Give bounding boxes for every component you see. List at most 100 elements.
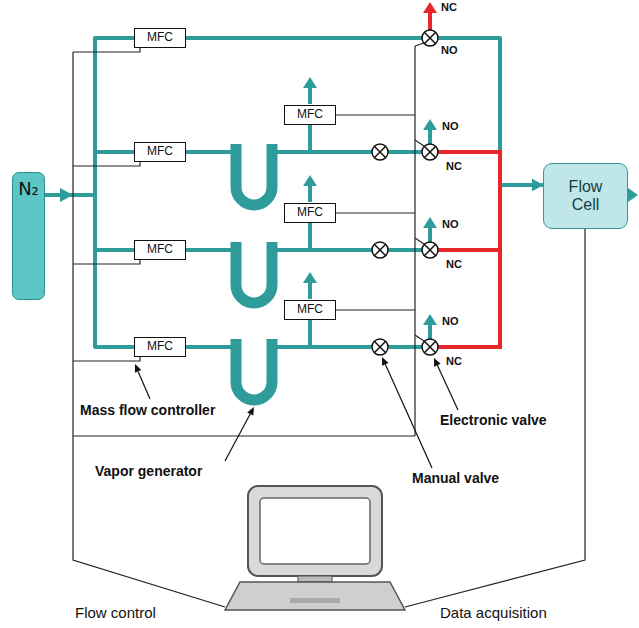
valve-symbol xyxy=(424,146,435,157)
nc-red-arrowhead xyxy=(423,2,437,13)
leader-line xyxy=(385,364,432,468)
callout-label: NC xyxy=(446,160,462,173)
gas-arrowhead xyxy=(532,179,543,191)
gas-line xyxy=(45,38,134,195)
gas-arrowhead xyxy=(303,77,317,88)
control-wire xyxy=(415,140,424,146)
mfc-box: MFC xyxy=(134,28,186,48)
node-label: MFC xyxy=(147,145,173,159)
gas-arrow xyxy=(428,323,432,339)
callout-label: Mass flow controller xyxy=(80,402,215,418)
node-label: N₂ xyxy=(18,179,39,200)
valve-symbol xyxy=(424,244,435,255)
gas-line xyxy=(186,320,310,400)
valve-symbol xyxy=(422,144,438,160)
vapor-generator-tube xyxy=(236,339,272,400)
control-wire xyxy=(73,48,140,52)
gas-line xyxy=(186,223,310,303)
gas-line xyxy=(45,195,134,347)
control-wire xyxy=(73,435,415,436)
callout-label: Electronic valve xyxy=(440,412,547,428)
leader-arrowhead xyxy=(382,357,389,366)
callout-label: NO xyxy=(442,120,459,133)
valve-symbol xyxy=(372,339,388,355)
mfc-box: MFC xyxy=(134,142,186,162)
control-wire xyxy=(73,162,140,166)
vapor-generator-tube xyxy=(236,144,272,205)
leader-line xyxy=(225,414,250,461)
control-wire xyxy=(415,335,424,341)
valve-symbol xyxy=(424,32,435,43)
valve-symbol xyxy=(372,144,388,160)
control-wire xyxy=(73,43,585,607)
gas-arrowhead xyxy=(423,119,437,130)
node-label: MFC xyxy=(297,303,323,317)
node-label: MFC xyxy=(147,243,173,257)
gas-line xyxy=(186,125,310,205)
flow-cell-box: Flow Cell xyxy=(543,163,628,229)
computer-icon xyxy=(290,598,340,603)
valve-symbol xyxy=(374,146,385,157)
vapor-generator-tube xyxy=(236,242,272,303)
valve-symbol xyxy=(372,242,388,258)
callout-label: NO xyxy=(442,315,459,328)
mfc-box: MFC xyxy=(284,203,336,223)
gas-line xyxy=(186,223,310,303)
gas-line xyxy=(45,152,134,195)
valve-symbol xyxy=(372,30,438,355)
gas-arrow xyxy=(308,86,312,104)
gas-line xyxy=(186,125,310,205)
nc-red-line xyxy=(438,150,500,154)
leader-line xyxy=(437,365,458,410)
nc-red-line xyxy=(430,12,500,349)
leader-arrowhead xyxy=(434,358,441,367)
mfc-box: MFC xyxy=(284,105,336,125)
callout-label: Data acquisition xyxy=(440,604,547,621)
computer-icon xyxy=(225,486,405,610)
gas-line xyxy=(186,185,543,400)
nc-red-line xyxy=(428,12,432,30)
valve-symbol xyxy=(374,341,385,352)
valve-symbol xyxy=(374,244,385,255)
gas-arrowhead xyxy=(60,188,73,202)
callout-label: NC xyxy=(441,1,457,14)
gas-arrow xyxy=(308,281,312,299)
computer-icon xyxy=(260,498,370,564)
control-wire xyxy=(414,46,415,436)
leader-line xyxy=(138,371,150,399)
valve-symbol xyxy=(424,32,435,43)
valve-symbol xyxy=(374,244,385,255)
gas-arrowhead xyxy=(532,179,543,191)
valve-symbol xyxy=(424,341,435,352)
control-wire xyxy=(73,357,140,361)
gas-line xyxy=(45,38,134,195)
gas-line xyxy=(186,320,310,400)
gas-arrowhead xyxy=(423,314,437,325)
node-label: MFC xyxy=(147,31,173,45)
gas-arrowhead xyxy=(60,77,638,325)
valve-symbol xyxy=(374,341,385,352)
nc-red-line xyxy=(438,248,500,252)
gas-line xyxy=(186,179,543,400)
control-wire xyxy=(73,52,225,607)
nc-red-line xyxy=(438,345,500,349)
callout-label: NO xyxy=(442,218,459,231)
control-wire xyxy=(415,43,424,46)
gas-arrowhead xyxy=(532,179,543,191)
valve-symbol xyxy=(424,341,435,352)
nc-red-arrowhead xyxy=(423,2,437,13)
computer-icon xyxy=(225,582,405,610)
control-wire xyxy=(73,260,140,264)
gas-source-box: N₂ xyxy=(12,172,45,300)
callout-label: Flow control xyxy=(75,604,156,621)
gas-arrowhead xyxy=(532,179,543,191)
gas-line xyxy=(45,195,134,250)
gas-arrow xyxy=(428,128,432,144)
node-label: MFC xyxy=(297,108,323,122)
computer-icon xyxy=(248,486,382,576)
nc-red-line xyxy=(498,150,502,349)
control-wire xyxy=(415,238,424,244)
gas-arrowhead xyxy=(303,175,317,186)
